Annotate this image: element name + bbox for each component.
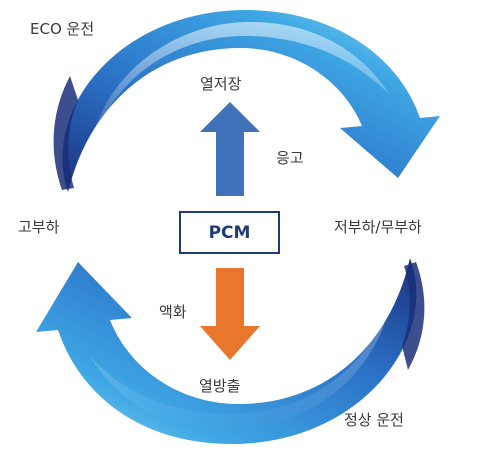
liquefaction-label: 액화 [159, 303, 187, 321]
normal-operation-label: 정상 운전 [344, 411, 404, 429]
solidification-label: 응고 [276, 149, 304, 167]
down-arrow-icon [200, 268, 260, 360]
high-load-label: 고부하 [18, 218, 60, 236]
eco-operation-label: ECO 운전 [30, 20, 95, 38]
pcm-label: PCM [208, 222, 251, 243]
heat-storage-label: 열저장 [200, 75, 242, 93]
low-no-load-label: 저부하/무부하 [334, 218, 422, 236]
heat-release-label: 열방출 [199, 377, 241, 395]
pcm-box: PCM [179, 211, 280, 254]
cycle-arrow-top-icon [53, 9, 440, 192]
up-arrow-icon [200, 102, 260, 196]
cycle-arrow-bottom-icon [36, 258, 425, 444]
